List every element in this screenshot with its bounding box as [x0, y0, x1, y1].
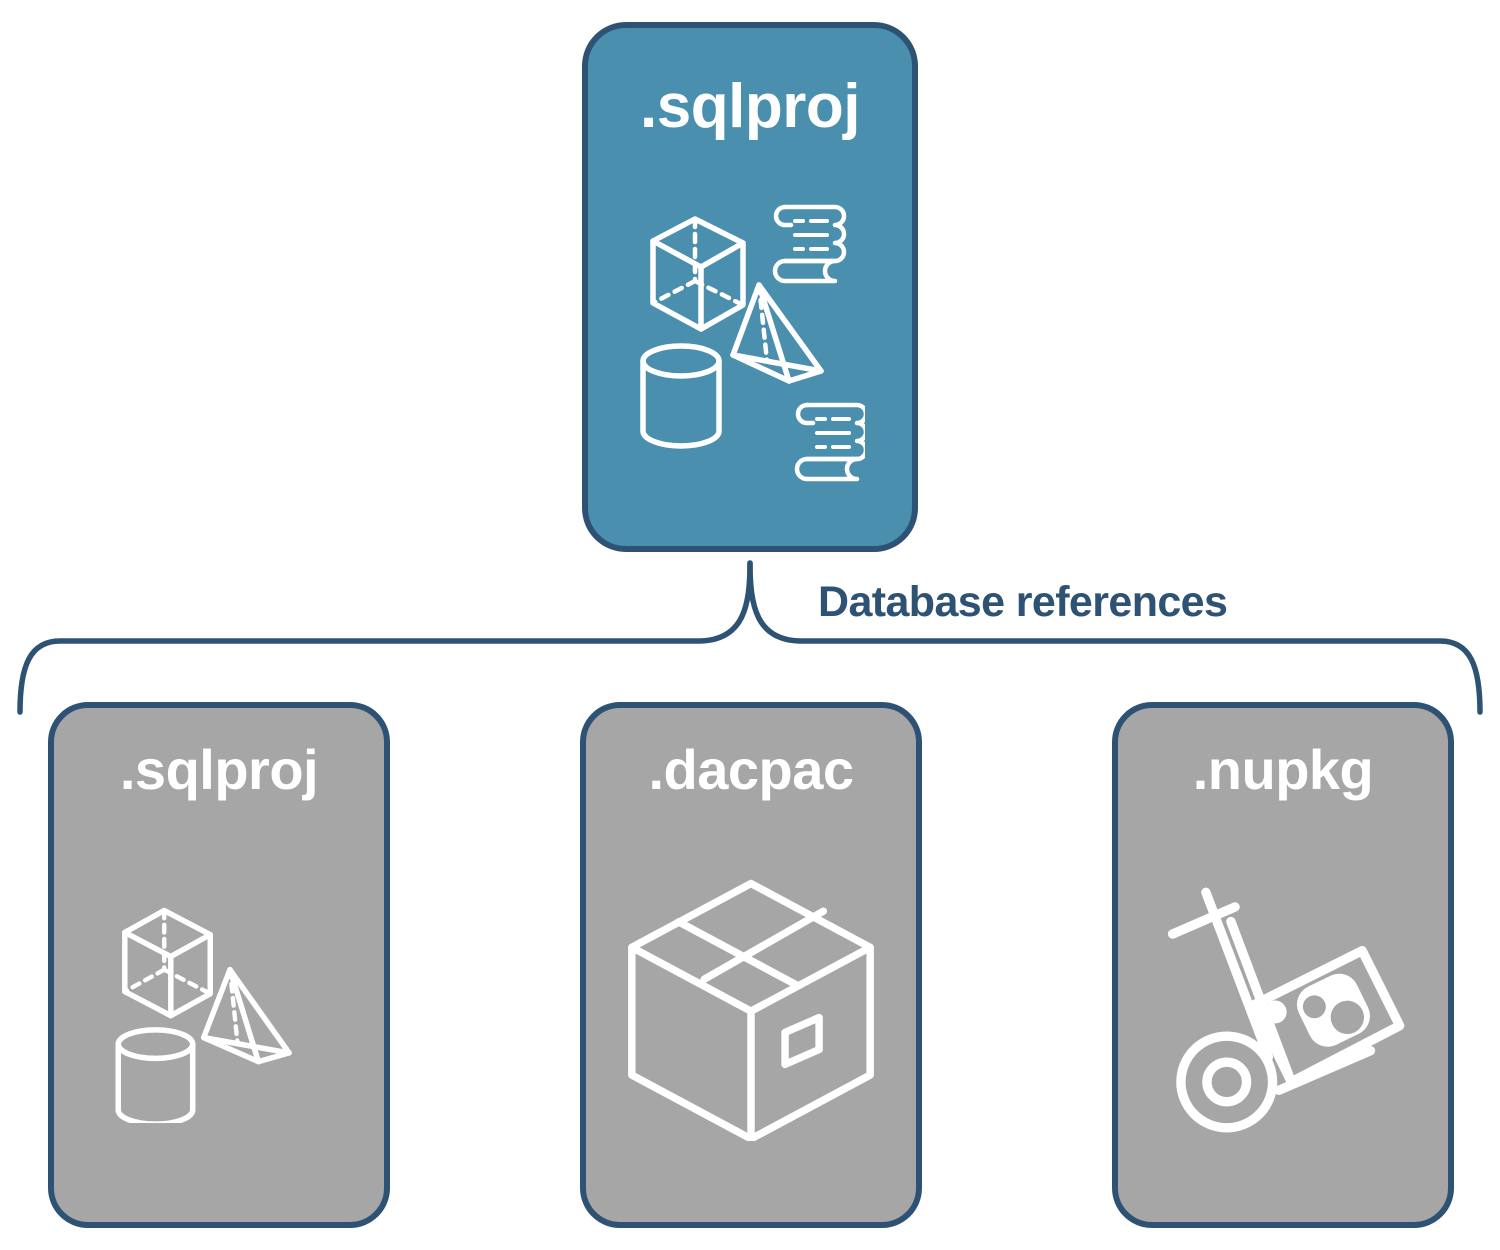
- pyramid-icon: [200, 966, 292, 1065]
- sqlproj-objects-illustration: [640, 204, 865, 482]
- child-card-title: .dacpac: [648, 738, 854, 801]
- package-box-icon: [628, 879, 874, 1141]
- sqlproj-objects-illustration: [115, 907, 292, 1123]
- child-card-title: .nupkg: [1192, 738, 1374, 801]
- parent-card-sqlproj[interactable]: .sqlproj: [582, 22, 918, 552]
- brace-label: Database references: [818, 578, 1228, 626]
- child-card-sqlproj[interactable]: .sqlproj: [48, 702, 390, 1228]
- scroll-icon: [772, 204, 847, 284]
- cylinder-icon: [115, 1027, 196, 1123]
- scroll-icon: [794, 402, 865, 482]
- pyramid-icon: [730, 282, 824, 384]
- child-card-title: .sqlproj: [119, 738, 319, 801]
- cube-icon: [650, 216, 746, 332]
- child-card-nupkg[interactable]: .nupkg: [1112, 702, 1454, 1228]
- parent-card-artwork: [588, 130, 912, 546]
- brace-left-arm: [17, 560, 753, 715]
- child-card-artwork: [586, 794, 916, 1222]
- child-card-artwork: [54, 794, 384, 1222]
- cylinder-icon: [640, 343, 722, 449]
- parent-card-title: .sqlproj: [640, 72, 860, 141]
- child-card-artwork: [1118, 794, 1448, 1222]
- hand-truck-nuget-icon: [1167, 887, 1405, 1133]
- child-card-dacpac[interactable]: .dacpac: [580, 702, 922, 1228]
- cube-icon: [122, 907, 213, 1019]
